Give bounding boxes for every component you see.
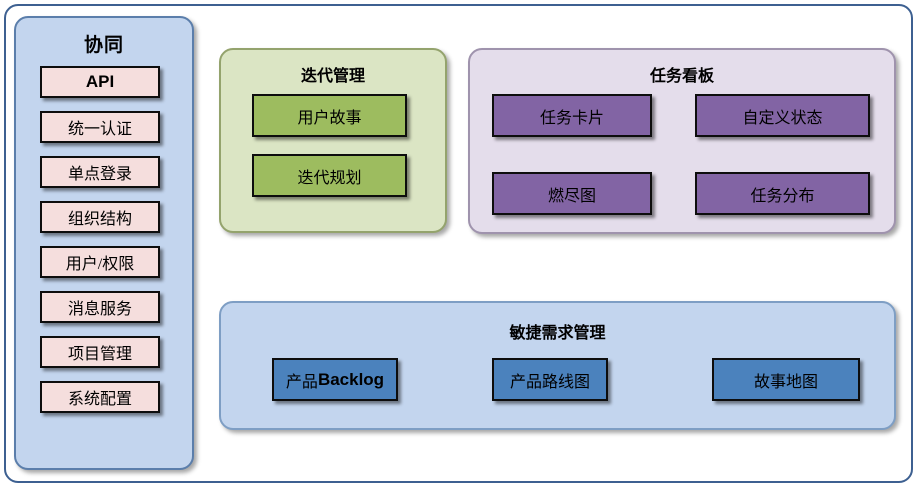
panel-task-board-title: 任务看板 bbox=[649, 68, 714, 85]
sidebar-item-unified-auth[interactable]: 统一认证 bbox=[40, 111, 160, 143]
agile-item-story-map[interactable]: 故事地图 bbox=[712, 358, 860, 401]
panel-collaboration[interactable]: 协同 API 统一认证 单点登录 组织结构 用户/权限 消息服务 项目管理 系统… bbox=[14, 16, 194, 470]
taskboard-item-task-distribution[interactable]: 任务分布 bbox=[695, 172, 870, 215]
panel-task-board[interactable]: 任务看板 任务卡片 自定义状态 燃尽图 任务分布 bbox=[468, 48, 896, 234]
taskboard-item-custom-status[interactable]: 自定义状态 bbox=[695, 94, 870, 137]
panel-iteration-management[interactable]: 迭代管理 用户故事 迭代规划 bbox=[219, 48, 447, 233]
agile-item-product-backlog-latin: Backlog bbox=[317, 369, 385, 389]
panel-agile-requirements-title: 敏捷需求管理 bbox=[509, 325, 606, 342]
sidebar-item-project-management[interactable]: 项目管理 bbox=[40, 336, 160, 368]
sidebar-item-system-config[interactable]: 系统配置 bbox=[40, 381, 160, 413]
sidebar-item-user-permission[interactable]: 用户/权限 bbox=[40, 246, 160, 278]
panel-iteration-management-title: 迭代管理 bbox=[300, 68, 365, 85]
sidebar-item-api[interactable]: API bbox=[40, 66, 160, 98]
iteration-item-user-story[interactable]: 用户故事 bbox=[252, 94, 407, 137]
agile-item-product-backlog-cjk: 产品 bbox=[285, 373, 318, 391]
sidebar-item-org-structure[interactable]: 组织结构 bbox=[40, 201, 160, 233]
taskboard-item-task-card[interactable]: 任务卡片 bbox=[492, 94, 652, 137]
taskboard-item-burndown-chart[interactable]: 燃尽图 bbox=[492, 172, 652, 215]
sidebar-item-sso[interactable]: 单点登录 bbox=[40, 156, 160, 188]
iteration-item-iteration-planning[interactable]: 迭代规划 bbox=[252, 154, 407, 197]
sidebar-item-message-service[interactable]: 消息服务 bbox=[40, 291, 160, 323]
panel-collaboration-title: 协同 bbox=[83, 35, 124, 56]
agile-item-product-roadmap[interactable]: 产品路线图 bbox=[492, 358, 608, 401]
